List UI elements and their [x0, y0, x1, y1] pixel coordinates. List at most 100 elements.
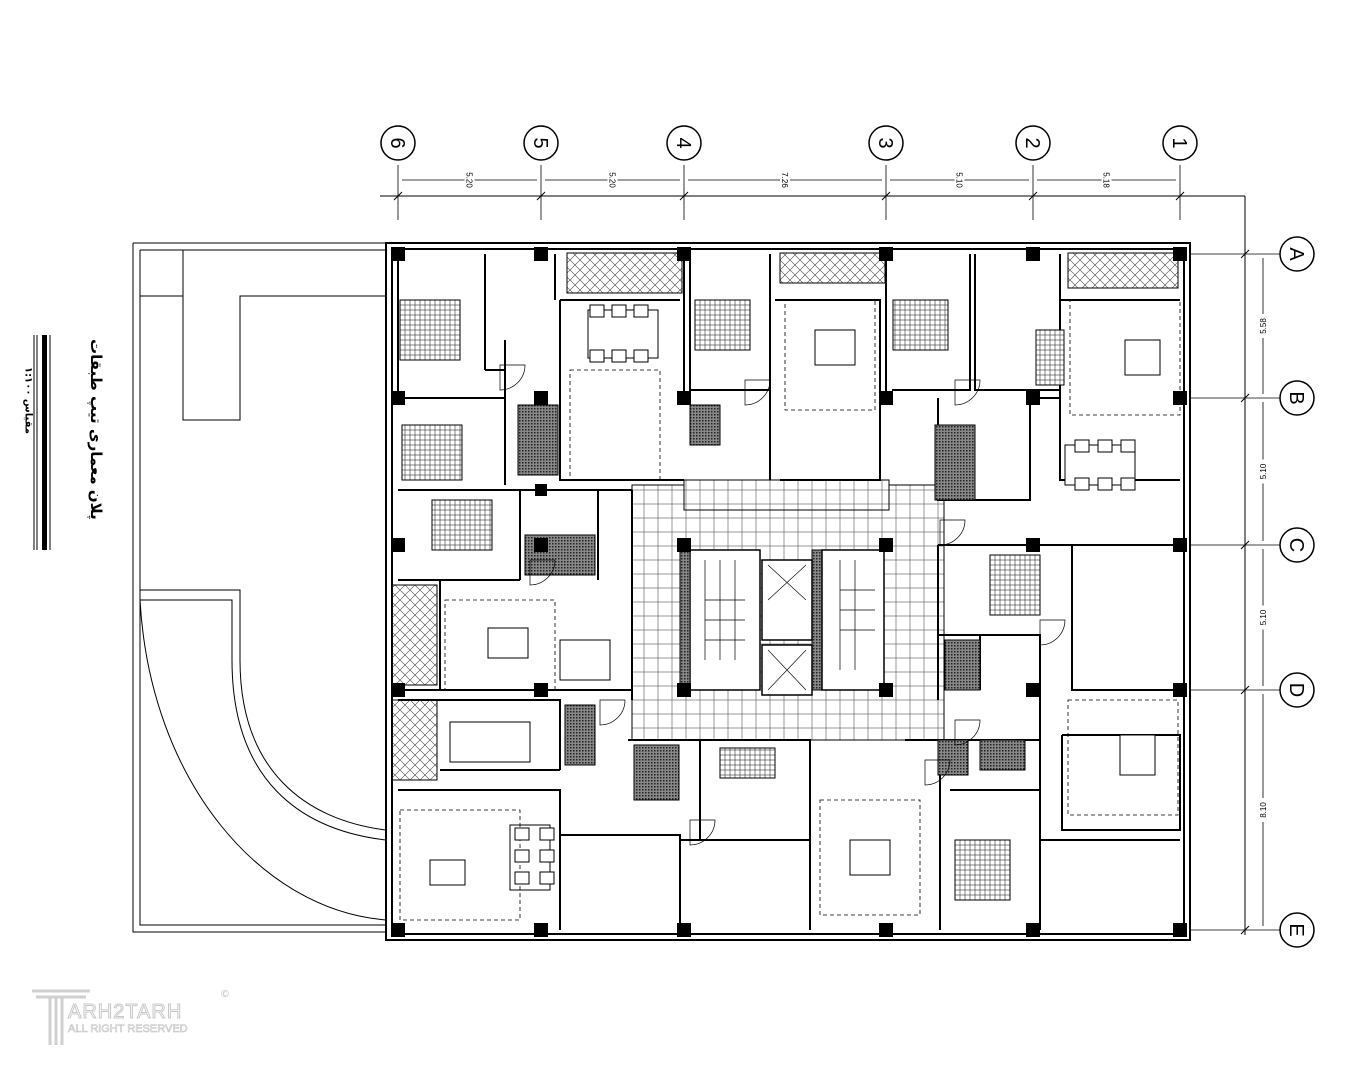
chair: [633, 349, 649, 363]
wall: [519, 490, 633, 700]
column: [391, 923, 405, 937]
living-area: [819, 799, 921, 916]
dimension-tick: [881, 191, 891, 201]
drawing-title: پلان معماری تیپ طبقات: [87, 339, 105, 520]
column: [534, 683, 548, 697]
chair: [589, 304, 605, 318]
dimension-value: 5.10: [1259, 463, 1268, 479]
chair: [1074, 439, 1090, 453]
table: [1119, 734, 1156, 776]
table: [487, 627, 529, 659]
bed: [989, 554, 1041, 616]
logo-tagline: ALL RIGHT RESERVED: [68, 1023, 188, 1036]
yard-driveway: [132, 242, 387, 933]
column: [1173, 391, 1187, 405]
chair: [1120, 439, 1136, 453]
column: [1173, 923, 1187, 937]
grid-bubble: [1279, 672, 1315, 708]
grid-label: C: [1285, 538, 1307, 552]
chair: [1120, 477, 1136, 491]
column: [1027, 539, 1039, 551]
bathroom-tile: [524, 534, 596, 576]
wall: [950, 789, 1180, 841]
door-swing: [529, 559, 556, 586]
structural-columns: [391, 247, 1187, 937]
column: [1173, 683, 1187, 697]
dimension-tick: [1240, 925, 1250, 935]
bed: [399, 299, 461, 361]
table: [429, 859, 466, 886]
dimension-tick: [1240, 393, 1250, 403]
column: [677, 391, 691, 405]
door-swing: [599, 699, 626, 726]
column: [535, 484, 547, 496]
living-area: [444, 599, 556, 691]
column: [677, 923, 691, 937]
balcony: [779, 252, 886, 284]
corridor-floor: [631, 479, 945, 741]
column: [880, 539, 892, 551]
wall: [385, 242, 1191, 941]
dimension-bg: [607, 170, 618, 190]
wall: [398, 789, 681, 930]
column: [879, 247, 893, 261]
column: [535, 539, 547, 551]
dimension-value: 5.10: [955, 172, 964, 188]
dimension-tick: [1175, 191, 1185, 201]
column: [678, 539, 690, 551]
grid-bubble: [380, 125, 416, 161]
column: [534, 923, 548, 937]
dimension-value: 7.26: [780, 172, 789, 188]
wall: [769, 254, 881, 481]
chair: [514, 849, 530, 863]
dimension-value: 5.20: [608, 172, 617, 188]
door-swing: [954, 379, 981, 406]
grid-bubble: [1279, 236, 1315, 272]
door-swing: [1039, 619, 1066, 646]
logo-brand: ARH2TARH: [67, 1001, 183, 1024]
chair: [539, 871, 555, 885]
door-swing: [689, 819, 716, 846]
column: [534, 247, 548, 261]
grid-label: 3: [874, 137, 896, 148]
grid-label: D: [1285, 683, 1307, 697]
dimension-value: 5.18: [1102, 172, 1111, 188]
grid-bubble: [1015, 125, 1051, 161]
dimension-tick: [1028, 191, 1038, 201]
column: [879, 391, 893, 405]
column: [391, 538, 405, 552]
wall: [937, 544, 1180, 700]
grid-label: 5: [529, 137, 551, 148]
dimension-bg: [1255, 314, 1271, 338]
dimension-value: 8.10: [1259, 802, 1268, 818]
bed: [431, 499, 493, 551]
logo-column-icon: [32, 989, 90, 1045]
dimension-bg: [780, 170, 790, 190]
column: [1173, 247, 1187, 261]
grid-bubble: [1162, 125, 1198, 161]
chair: [589, 349, 605, 363]
column: [1026, 923, 1040, 937]
copyright-icon: ©: [220, 989, 230, 1000]
grid-label: 6: [386, 137, 408, 148]
title-underline: [33, 335, 51, 550]
table: [449, 721, 531, 763]
grid-label: 1: [1168, 137, 1190, 148]
dimension-tick: [393, 191, 403, 201]
column: [534, 391, 548, 405]
grid-bubble: [666, 125, 702, 161]
balcony: [1067, 252, 1179, 289]
dimension-bg: [1101, 170, 1112, 190]
bathroom-tile: [564, 704, 596, 766]
column: [880, 684, 892, 696]
bed: [694, 299, 751, 351]
grid-label: B: [1285, 391, 1307, 404]
dimension-value: 5.10: [1259, 609, 1268, 625]
bed: [954, 839, 1011, 901]
dimension-tick: [1240, 249, 1250, 259]
column: [1026, 247, 1040, 261]
chair: [514, 827, 530, 841]
grid-bubble: [1279, 380, 1315, 416]
chair: [514, 871, 530, 885]
